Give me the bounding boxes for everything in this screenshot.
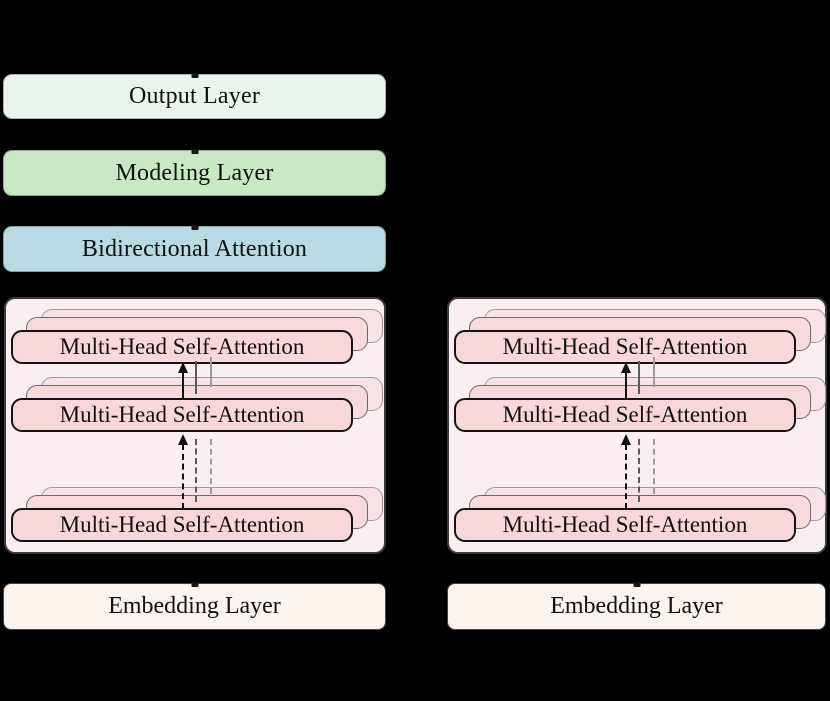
embedding-label: Embedding Layer (550, 593, 723, 619)
mhsa-stack-bottom: Multi-Head Self-Attention (11, 487, 383, 542)
layer-box-modeling: Modeling Layer (3, 149, 386, 196)
layer-label-bidirectional: Bidirectional Attention (81, 235, 308, 262)
ghost-connector-line-dashed (638, 439, 640, 502)
mhsa-block: Multi-Head Self-Attention (11, 398, 353, 432)
mhsa-label: Multi-Head Self-Attention (502, 512, 748, 537)
mhsa-stack-middle: Multi-Head Self-Attention (11, 377, 383, 432)
ghost-connector-line-dashed (195, 439, 197, 502)
mhsa-stack-middle: Multi-Head Self-Attention (454, 377, 826, 432)
mhsa-stack-bottom: Multi-Head Self-Attention (454, 487, 826, 542)
mhsa-label: Multi-Head Self-Attention (59, 334, 305, 359)
up-arrow-head (620, 434, 631, 445)
layer-label-modeling: Modeling Layer (115, 159, 274, 186)
arrow-tip-notch (191, 73, 198, 78)
mhsa-block: Multi-Head Self-Attention (454, 398, 796, 432)
layer-label-output: Output Layer (128, 83, 261, 109)
embedding-label: Embedding Layer (108, 593, 281, 619)
mhsa-label: Multi-Head Self-Attention (502, 334, 748, 359)
mhsa-label: Multi-Head Self-Attention (59, 512, 305, 537)
up-arrow-shaft-dashed (182, 444, 184, 509)
layer-box-output: Output Layer (3, 73, 386, 119)
up-arrow-head (620, 362, 631, 373)
ghost-connector-line (638, 361, 640, 394)
up-arrow-head (177, 362, 188, 373)
encoder-panel-left: Multi-Head Self-Attention Multi-Head Sel… (4, 297, 386, 554)
mhsa-label: Multi-Head Self-Attention (59, 402, 305, 427)
mhsa-block: Multi-Head Self-Attention (11, 330, 353, 364)
arrow-tip-notch (191, 149, 198, 154)
up-arrow-shaft-dashed (625, 444, 627, 509)
embedding-layer-right: Embedding Layer (447, 582, 826, 630)
ghost-connector-line-dashed (653, 439, 655, 494)
arrow-tip-notch (191, 225, 198, 230)
up-arrow-shaft (625, 372, 627, 398)
encoder-panel-right: Multi-Head Self-Attention Multi-Head Sel… (447, 297, 827, 554)
mhsa-label: Multi-Head Self-Attention (502, 402, 748, 427)
embedding-layer-left: Embedding Layer (3, 582, 386, 630)
arrow-tip-notch (633, 582, 640, 587)
ghost-connector-line (210, 357, 212, 387)
mhsa-block: Multi-Head Self-Attention (454, 508, 796, 542)
ghost-connector-line (653, 357, 655, 387)
mhsa-block: Multi-Head Self-Attention (454, 330, 796, 364)
ghost-connector-line (195, 361, 197, 394)
arrow-tip-notch (191, 582, 198, 587)
mhsa-stack-top: Multi-Head Self-Attention (11, 309, 383, 364)
up-arrow-shaft (182, 372, 184, 398)
ghost-connector-line-dashed (210, 439, 212, 494)
mhsa-block: Multi-Head Self-Attention (11, 508, 353, 542)
mhsa-stack-top: Multi-Head Self-Attention (454, 309, 826, 364)
up-arrow-head (177, 434, 188, 445)
layer-box-bidirectional-attention: Bidirectional Attention (3, 225, 386, 272)
